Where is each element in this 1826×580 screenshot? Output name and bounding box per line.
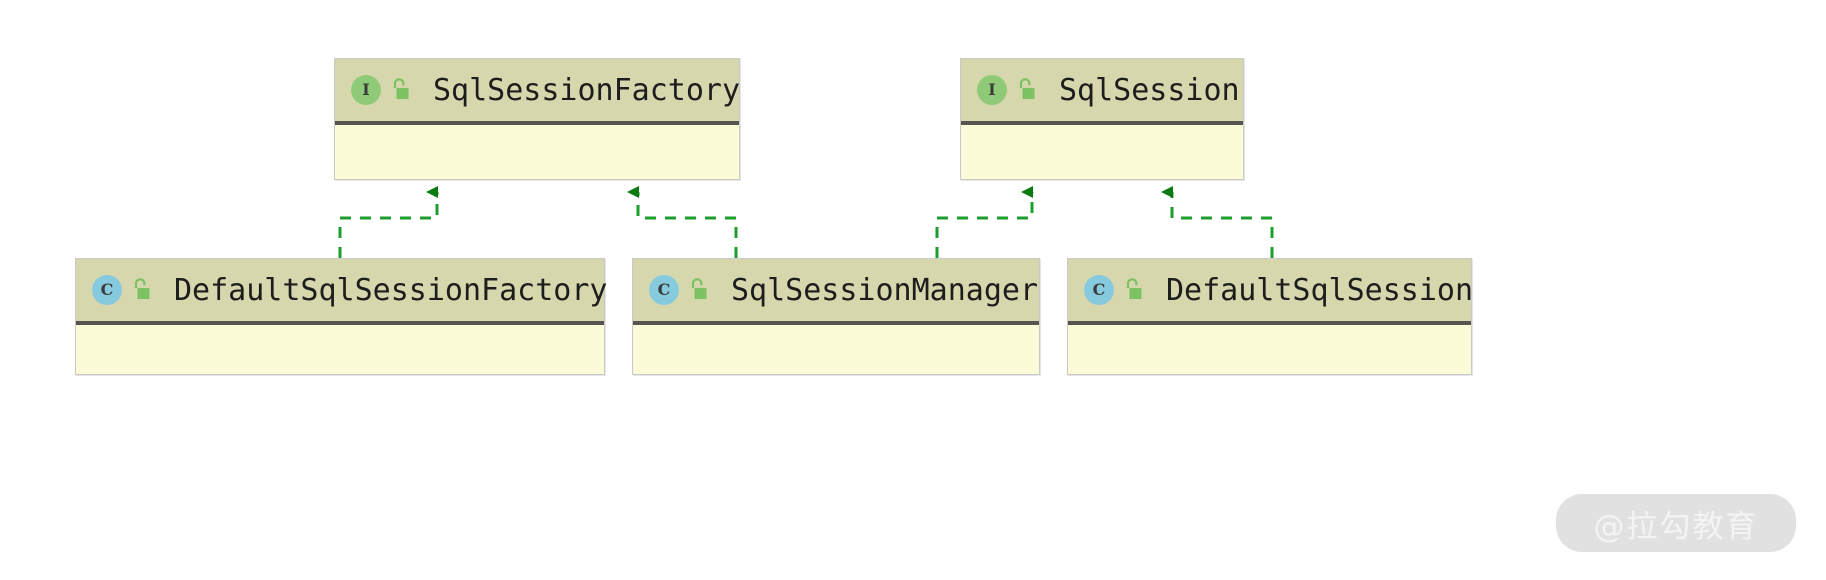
- uml-node-sqlsessionfactory[interactable]: I SqlSessionFactory: [334, 58, 740, 180]
- interface-badge-icon: I: [351, 75, 381, 105]
- uml-node-defaultsqlsession[interactable]: C DefaultSqlSession: [1067, 258, 1474, 375]
- class-badge-icon: C: [1084, 275, 1114, 305]
- uml-node-defaultsqlsessionfactory[interactable]: C DefaultSqlSessionFactory: [75, 258, 608, 375]
- node-title: SqlSessionFactory: [433, 72, 741, 108]
- uml-node-sqlsession[interactable]: I SqlSession: [960, 58, 1244, 180]
- node-body-attributes: [961, 125, 1243, 175]
- node-header: C DefaultSqlSessionFactory: [76, 259, 608, 325]
- node-title: SqlSessionManager: [731, 272, 1039, 308]
- realization-connector: [338, 186, 439, 258]
- realization-connector: [1161, 186, 1274, 258]
- class-badge-icon: C: [649, 275, 679, 305]
- node-title: DefaultSqlSessionFactory: [174, 272, 608, 308]
- class-badge-icon: C: [92, 275, 122, 305]
- realization-connector: [627, 186, 738, 258]
- node-header: I SqlSession: [961, 59, 1243, 125]
- interface-badge-icon: I: [977, 75, 1007, 105]
- open-lock-icon: [389, 78, 411, 102]
- watermark: @拉勾教育: [1556, 494, 1796, 552]
- node-title: SqlSession: [1059, 72, 1240, 108]
- node-header: C SqlSessionManager: [633, 259, 1039, 325]
- realization-connector: [935, 186, 1034, 258]
- node-header: C DefaultSqlSession: [1068, 259, 1474, 325]
- node-title: DefaultSqlSession: [1166, 272, 1474, 308]
- node-body-attributes: [1068, 325, 1471, 370]
- open-lock-icon: [1122, 278, 1144, 302]
- open-lock-icon: [130, 278, 152, 302]
- node-body-attributes: [633, 325, 1039, 370]
- open-lock-icon: [687, 278, 709, 302]
- node-body-attributes: [76, 325, 604, 370]
- node-body-attributes: [335, 125, 739, 175]
- node-header: I SqlSessionFactory: [335, 59, 741, 125]
- open-lock-icon: [1015, 78, 1037, 102]
- uml-node-sqlsessionmanager[interactable]: C SqlSessionManager: [632, 258, 1040, 375]
